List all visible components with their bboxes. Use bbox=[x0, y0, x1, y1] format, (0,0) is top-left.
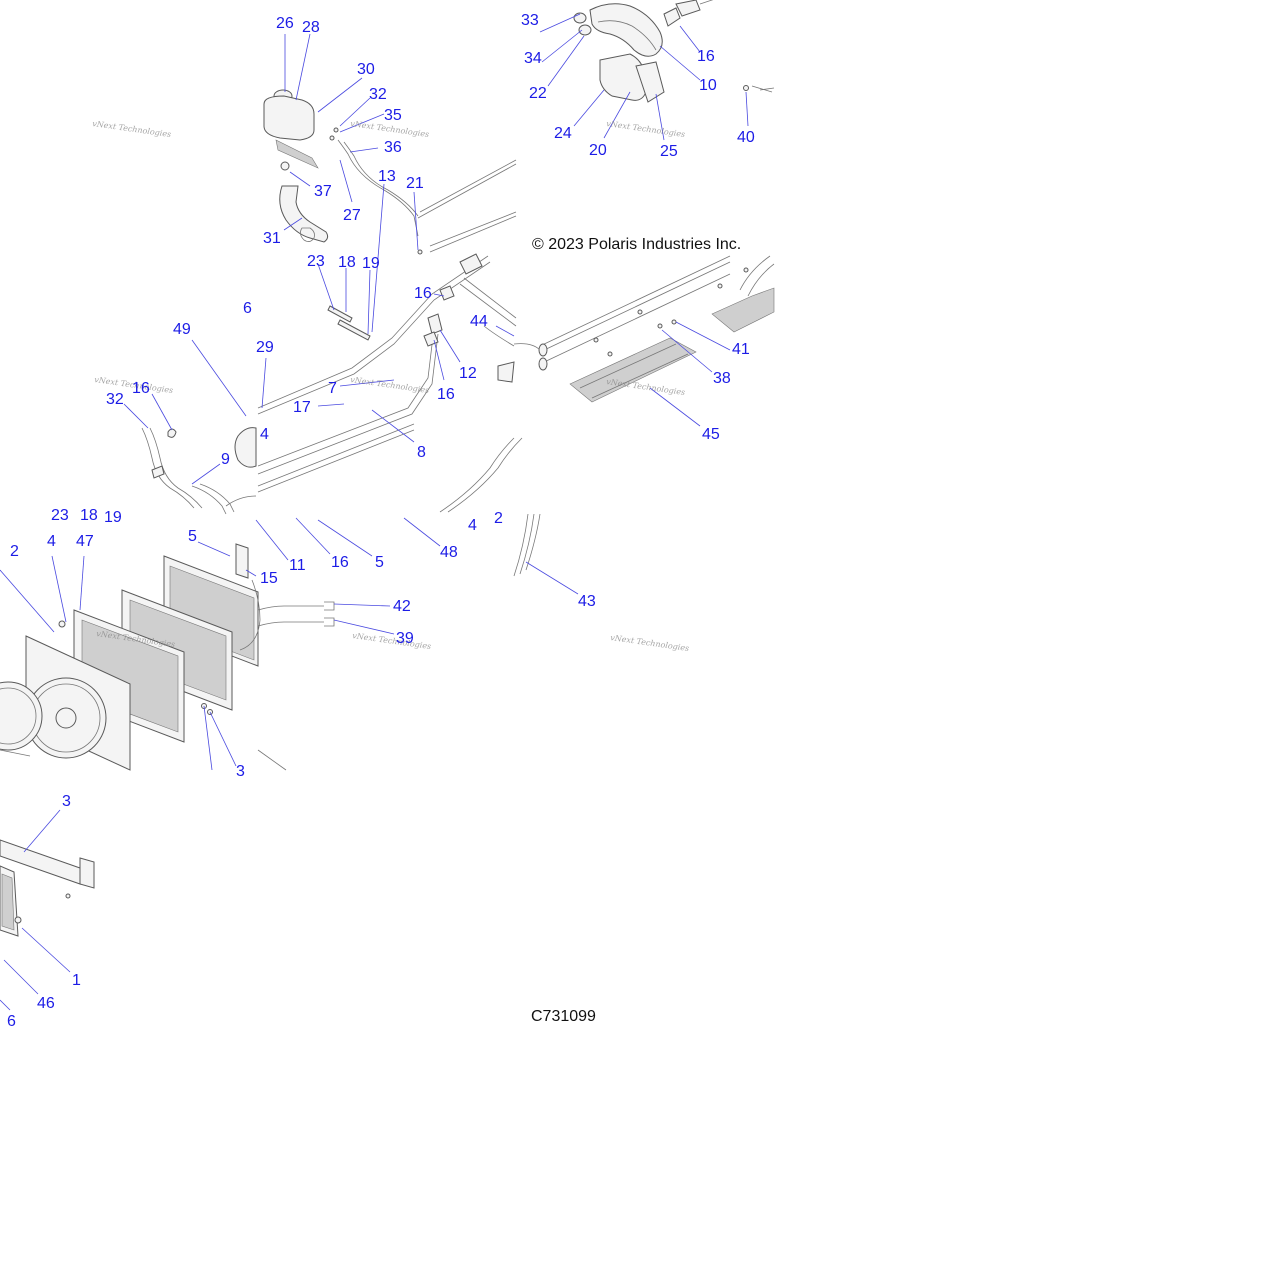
callout-24: 24 bbox=[554, 125, 572, 142]
callout-12: 12 bbox=[459, 365, 477, 382]
callout-labels: 26 28 30 32 35 36 37 27 13 21 31 23 18 1… bbox=[7, 12, 755, 1030]
callout-2: 2 bbox=[10, 543, 19, 560]
callout-20: 20 bbox=[589, 142, 607, 159]
callout-11: 11 bbox=[289, 557, 306, 574]
callout-39: 39 bbox=[396, 630, 414, 647]
callout-3: 3 bbox=[236, 763, 245, 780]
reservoir-assembly bbox=[263, 89, 517, 255]
callout-21: 21 bbox=[406, 175, 424, 192]
callout-38: 38 bbox=[713, 370, 731, 387]
callout-19: 19 bbox=[362, 255, 380, 272]
callout-6: 6 bbox=[7, 1013, 16, 1030]
callout-49: 49 bbox=[173, 321, 191, 338]
callout-29: 29 bbox=[256, 339, 274, 356]
watermark-text: vNext Technologies bbox=[352, 631, 432, 651]
callout-32: 32 bbox=[106, 391, 124, 408]
callout-13: 13 bbox=[378, 168, 396, 185]
watermark-text: vNext Technologies bbox=[606, 119, 686, 139]
callout-17: 17 bbox=[293, 399, 311, 416]
callout-36: 36 bbox=[384, 139, 402, 156]
upper-hose-bracket-assembly bbox=[573, 0, 775, 103]
watermark-text: vNext Technologies bbox=[606, 377, 686, 397]
callout-30: 30 bbox=[357, 61, 375, 78]
callout-45: 45 bbox=[702, 426, 720, 443]
watermark-text: vNext Technologies bbox=[350, 375, 430, 395]
callout-48: 48 bbox=[440, 544, 458, 561]
callout-18: 18 bbox=[338, 254, 356, 271]
callout-7: 7 bbox=[328, 380, 337, 397]
callout-16: 16 bbox=[414, 285, 432, 302]
callout-6: 6 bbox=[243, 300, 252, 317]
callout-16: 16 bbox=[437, 386, 455, 403]
callout-8: 8 bbox=[417, 444, 426, 461]
callout-37: 37 bbox=[314, 183, 332, 200]
skid-plate-assembly bbox=[513, 255, 775, 403]
radiator-fan-assembly bbox=[0, 543, 335, 771]
watermark-text: vNext Technologies bbox=[610, 633, 690, 653]
callout-5: 5 bbox=[188, 528, 197, 545]
callout-22: 22 bbox=[529, 85, 547, 102]
callout-35: 35 bbox=[384, 107, 402, 124]
lower-hose-assembly bbox=[513, 513, 541, 577]
callout-42: 42 bbox=[393, 598, 411, 615]
callout-9: 9 bbox=[221, 451, 230, 468]
callout-16: 16 bbox=[132, 380, 150, 397]
callout-26: 26 bbox=[276, 15, 294, 32]
leader-lines bbox=[0, 13, 749, 1011]
callout-5: 5 bbox=[375, 554, 384, 571]
callout-34: 34 bbox=[524, 50, 542, 67]
callout-19: 19 bbox=[104, 509, 122, 526]
callout-44: 44 bbox=[470, 313, 488, 330]
callout-25: 25 bbox=[660, 143, 678, 160]
callout-4: 4 bbox=[47, 533, 56, 550]
bottom-bracket-assembly bbox=[0, 839, 95, 937]
callout-2: 2 bbox=[494, 510, 503, 527]
callout-43: 43 bbox=[578, 593, 596, 610]
callout-23: 23 bbox=[51, 507, 69, 524]
callout-23: 23 bbox=[307, 253, 325, 270]
callout-47: 47 bbox=[76, 533, 94, 550]
callout-18: 18 bbox=[80, 507, 98, 524]
callout-1: 1 bbox=[72, 972, 81, 989]
callout-4: 4 bbox=[468, 517, 477, 534]
callout-46: 46 bbox=[37, 995, 55, 1012]
callout-33: 33 bbox=[521, 12, 539, 29]
callout-4: 4 bbox=[260, 426, 269, 443]
callout-3: 3 bbox=[62, 793, 71, 810]
callout-31: 31 bbox=[263, 230, 281, 247]
callout-41: 41 bbox=[732, 341, 750, 358]
drawing-number: C731099 bbox=[531, 1008, 596, 1025]
callout-16: 16 bbox=[697, 48, 715, 65]
copyright-notice: © 2023 Polaris Industries Inc. bbox=[532, 236, 741, 253]
callout-16: 16 bbox=[331, 554, 349, 571]
callout-10: 10 bbox=[699, 77, 717, 94]
callout-27: 27 bbox=[343, 207, 361, 224]
callout-40: 40 bbox=[737, 129, 755, 146]
callout-15: 15 bbox=[260, 570, 278, 587]
callout-28: 28 bbox=[302, 19, 320, 36]
callout-32: 32 bbox=[369, 86, 387, 103]
watermark-text: vNext Technologies bbox=[92, 119, 172, 139]
